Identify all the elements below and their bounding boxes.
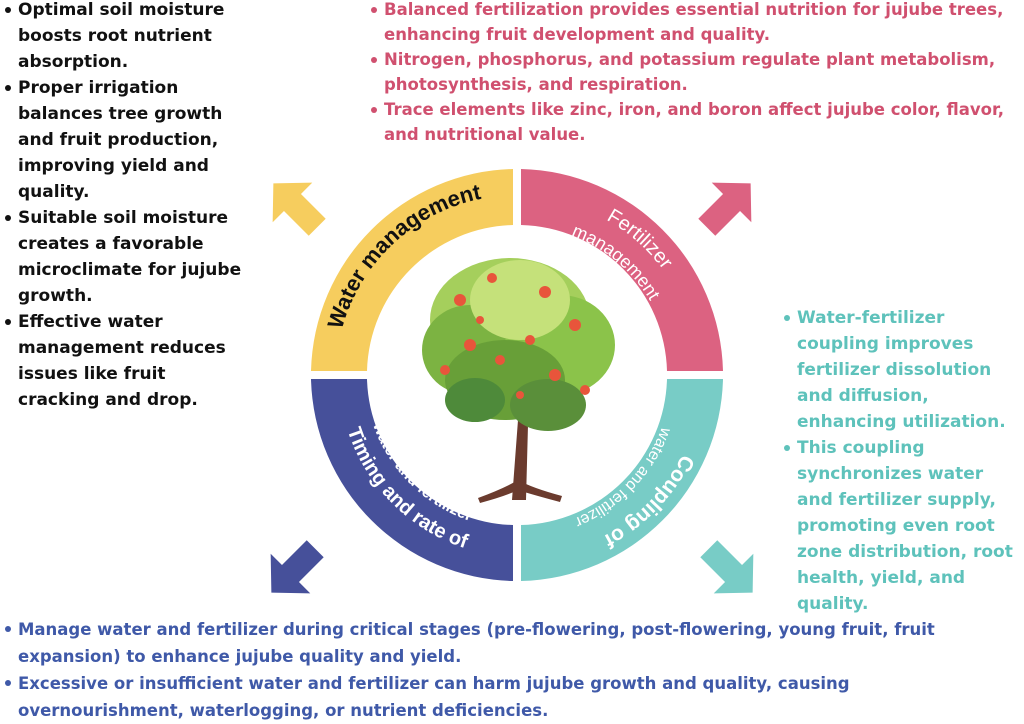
list-item: Manage water and fertilizer during criti… <box>4 616 1014 670</box>
list-item: This coupling synchronizes water and fer… <box>783 435 1023 617</box>
timing-segment <box>311 379 513 581</box>
arrow-up-right-icon <box>698 182 752 236</box>
coupling-panel: Water-fertilizer coupling improves ferti… <box>783 305 1023 617</box>
jujube-tree-illustration <box>422 258 615 503</box>
arrow-up-left-icon <box>272 182 326 236</box>
list-item: Trace elements like zinc, iron, and boro… <box>370 97 1020 147</box>
list-item: Effective water management reduces issue… <box>4 309 244 413</box>
list-item: Excessive or insufficient water and fert… <box>4 670 1014 724</box>
arrow-down-right-icon <box>700 540 754 594</box>
fertilizer-management-segment <box>521 169 723 371</box>
list-item: Proper irrigation balances tree growth a… <box>4 75 244 205</box>
water-management-segment <box>311 169 513 371</box>
list-item: Water-fertilizer coupling improves ferti… <box>783 305 1023 435</box>
coupling-segment <box>521 379 723 581</box>
list-item: Optimal soil moisture boosts root nutrie… <box>4 0 244 75</box>
list-item: Nitrogen, phosphorus, and potassium regu… <box>370 47 1020 97</box>
water-management-panel: Optimal soil moisture boosts root nutrie… <box>4 0 244 413</box>
fertilizer-management-panel: Balanced fertilization provides essentia… <box>370 0 1020 147</box>
list-item: Suitable soil moisture creates a favorab… <box>4 205 244 309</box>
timing-panel: Manage water and fertilizer during criti… <box>4 616 1014 724</box>
arrow-down-left-icon <box>270 540 324 594</box>
list-item: Balanced fertilization provides essentia… <box>370 0 1020 47</box>
